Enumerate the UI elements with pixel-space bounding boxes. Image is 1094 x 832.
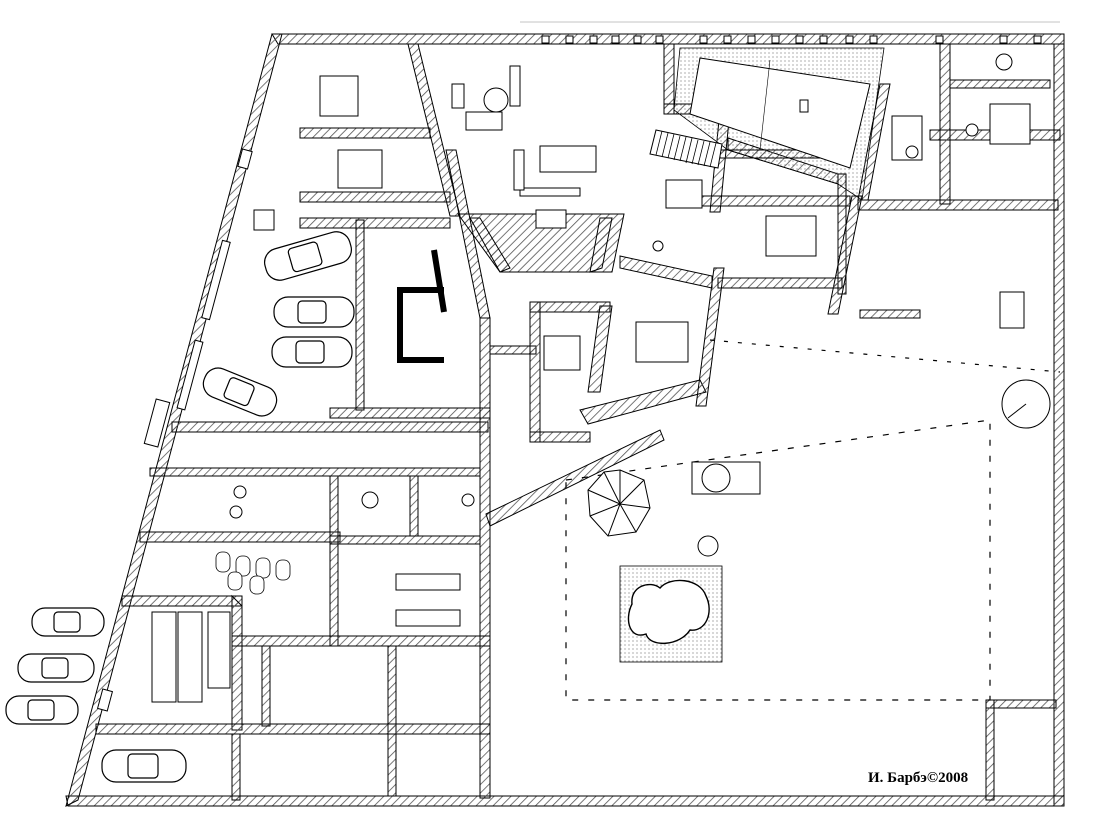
garden-umbrella bbox=[587, 469, 651, 537]
parked-cars bbox=[5, 231, 355, 783]
upper-pool bbox=[673, 47, 885, 201]
garden-courtyard bbox=[565, 339, 1061, 701]
car bbox=[31, 607, 105, 637]
fixtures bbox=[229, 53, 1013, 519]
car bbox=[101, 749, 187, 783]
car bbox=[202, 367, 278, 417]
car bbox=[264, 231, 352, 281]
car bbox=[273, 296, 355, 328]
left-window-marks bbox=[96, 148, 253, 712]
car bbox=[17, 653, 95, 683]
bedroom-furniture bbox=[151, 75, 1031, 703]
car bbox=[5, 695, 79, 725]
car bbox=[271, 336, 353, 368]
staircase bbox=[649, 129, 723, 169]
drawing-credit: И. Барбэ©2008 bbox=[868, 770, 969, 786]
lounge-chairs bbox=[215, 551, 291, 595]
outer-walls bbox=[65, 33, 1065, 807]
swimming-pool bbox=[619, 565, 723, 663]
central-parking-ramp bbox=[397, 249, 447, 363]
top-dimension-marks bbox=[520, 21, 1060, 44]
dining-tables bbox=[451, 65, 597, 229]
garden-table bbox=[691, 291, 1051, 557]
